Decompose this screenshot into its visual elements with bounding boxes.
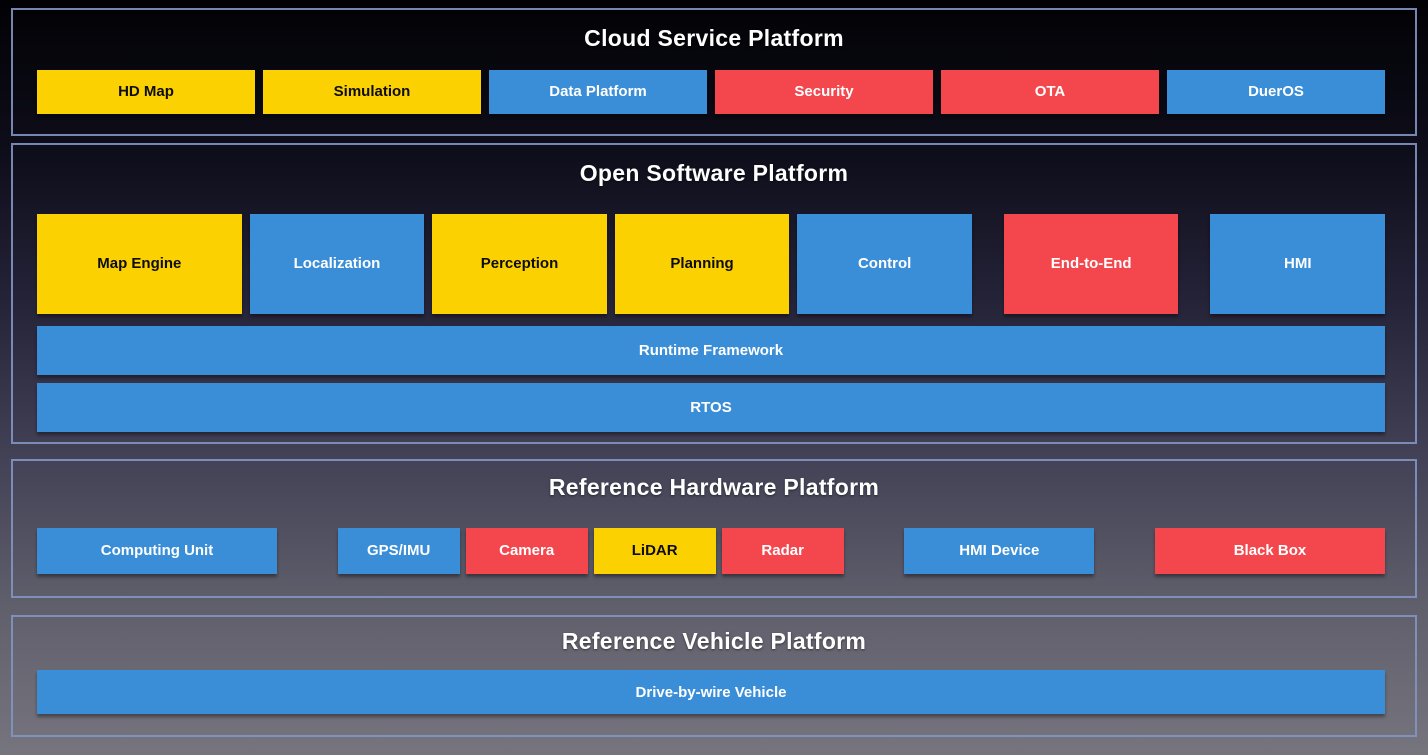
cloud-boxes-row: HD Map Simulation Data Platform Security… [37,70,1385,114]
vehicle-section-title: Reference Vehicle Platform [561,628,867,654]
box-localization: Localization [249,214,425,314]
box-security: Security [715,70,933,114]
open-software-platform-section: Open Software Platform Map Engine Locali… [11,143,1417,444]
box-gps-imu: GPS/IMU [337,528,460,574]
box-camera: Camera [465,528,588,574]
box-planning: Planning [614,214,790,314]
box-control: Control [797,214,972,314]
box-dueros: DuerOS [1167,70,1385,114]
box-ota: OTA [941,70,1159,114]
box-hmi: HMI [1210,214,1386,314]
software-section-title: Open Software Platform [579,160,849,186]
box-black-box: Black Box [1154,528,1385,574]
box-map-engine: Map Engine [37,214,242,314]
box-end-to-end: End-to-End [1003,214,1179,314]
box-lidar: LiDAR [593,528,716,574]
hardware-section-title: Reference Hardware Platform [548,474,880,500]
hardware-boxes-row: Computing Unit GPS/IMU Camera LiDAR Rada… [37,528,1385,574]
box-radar: Radar [721,528,844,574]
box-simulation: Simulation [263,70,481,114]
bar-drive-by-wire-vehicle: Drive-by-wire Vehicle [37,670,1385,714]
box-perception: Perception [432,214,607,314]
bar-runtime-framework: Runtime Framework [37,326,1385,375]
cloud-service-platform-section: Cloud Service Platform HD Map Simulation… [11,8,1417,136]
box-data-platform: Data Platform [489,70,707,114]
box-hd-map: HD Map [37,70,255,114]
reference-hardware-platform-section: Reference Hardware Platform Computing Un… [11,459,1417,598]
box-hmi-device: HMI Device [904,528,1095,574]
software-modules-row: Map Engine Localization Perception Plann… [37,214,1386,314]
sensor-group: GPS/IMU Camera LiDAR Radar [337,528,844,574]
reference-vehicle-platform-section: Reference Vehicle Platform Drive-by-wire… [11,615,1417,737]
bar-rtos: RTOS [37,383,1385,432]
cloud-section-title: Cloud Service Platform [584,25,844,51]
box-computing-unit: Computing Unit [37,528,277,574]
